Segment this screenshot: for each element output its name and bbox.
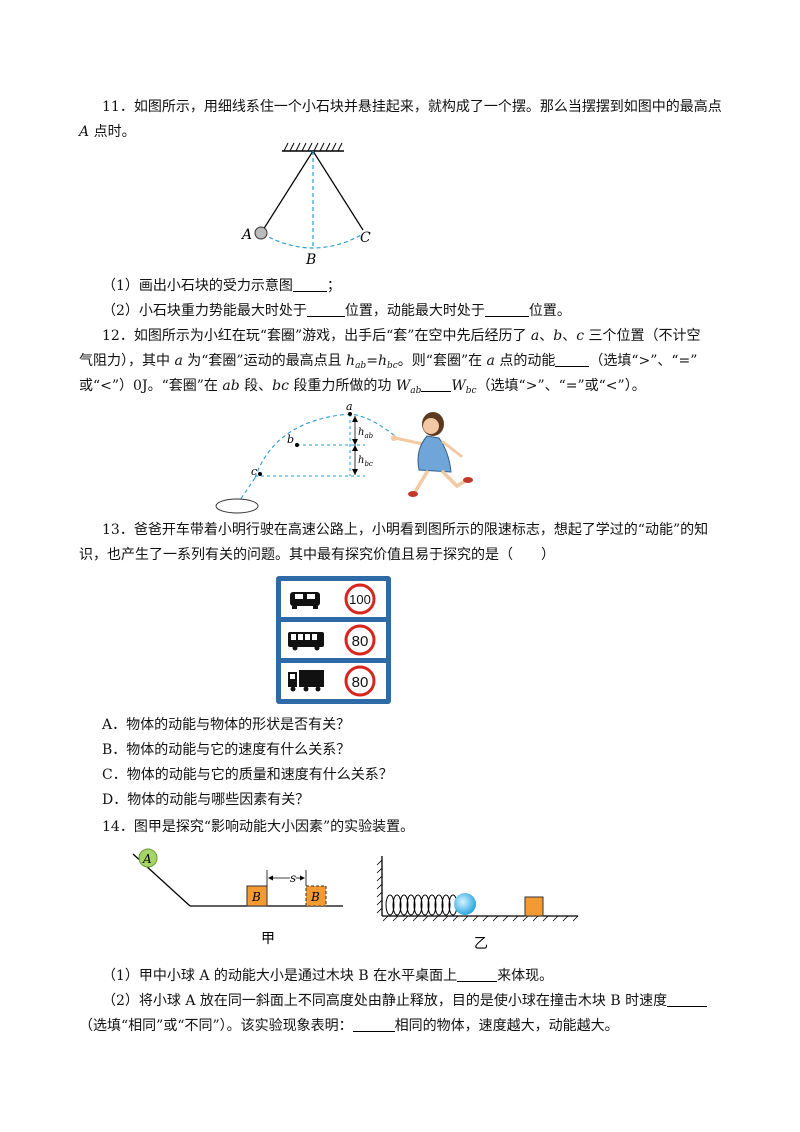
q13-option-a[interactable]: A．物体的动能与物体的形状是否有关？ xyxy=(102,717,351,733)
pendulum-figure: A B C xyxy=(240,142,371,268)
bus-icon xyxy=(288,632,324,651)
car-icon xyxy=(290,592,320,609)
answer-blank[interactable] xyxy=(306,302,345,317)
point-a-label: a xyxy=(346,400,353,413)
answer-blank[interactable] xyxy=(352,1017,395,1032)
figure-jia: A B B s 甲 xyxy=(132,848,343,947)
q13-line1: 13．爸爸开车带着小明行驶在高速公路上，小明看到图所示的限速标志，想起了学过的“… xyxy=(102,522,709,538)
h-bc-label: h xyxy=(358,455,364,466)
q14-part2-line2: （选填“相同”或“不同”）。该实验现象表明：相同的物体，速度越大，动能越大。 xyxy=(79,1017,619,1034)
block-b-label: B xyxy=(251,890,261,904)
ball-a-label: A xyxy=(142,852,152,866)
spring-icon xyxy=(385,894,458,916)
girl-figure xyxy=(391,412,473,497)
q11-part2: （2）小石块重力势能最大时处于位置，动能最大时处于位置。 xyxy=(102,302,571,319)
q14-stem: 14．图甲是探究“影响动能大小因素”的实验装置。 xyxy=(102,819,415,835)
h-ab-label: h xyxy=(358,427,364,438)
answer-blank[interactable] xyxy=(484,302,529,317)
answer-blank[interactable] xyxy=(555,352,590,367)
speed-limit-car: 100 xyxy=(349,592,371,607)
answer-blank[interactable] xyxy=(421,377,452,392)
pendulum-label-c: C xyxy=(360,230,371,246)
q14-part1: （1）甲中小球 A 的动能大小是通过木块 B 在水平桌面上来体现。 xyxy=(102,967,554,984)
speed-limit-truck: 80 xyxy=(352,674,369,691)
answer-blank[interactable] xyxy=(292,277,327,292)
point-c-label: c xyxy=(251,465,257,478)
block-b-moved-label: B xyxy=(310,890,320,904)
q14-part2-line1: （2）将小球 A 放在同一斜面上不同高度处由静止释放，目的是使小球在撞击木块 B… xyxy=(102,991,708,1011)
q12-line1: 12．如图所示为小红在玩“套圈”游戏，出手后“套”在空中先后经历了 a、b、c … xyxy=(102,328,701,344)
distance-s-label: s xyxy=(290,871,296,885)
q11-stem-line1: 11．如图所示，用细线系住一个小石块并悬挂起来，就构成了一个摆。那么当摆摆到如图… xyxy=(102,99,722,115)
q13-line2: 识，也产生了一系列有关的问题。其中最有探究价值且易于探究的是（ ） xyxy=(79,547,555,563)
answer-blank[interactable] xyxy=(667,992,708,1007)
svg-text:hab: hab xyxy=(358,427,374,440)
pendulum-label-b: B xyxy=(305,252,316,268)
q11-part1: （1）画出小石块的受力示意图； xyxy=(102,277,341,294)
svg-text:hbc: hbc xyxy=(358,455,373,468)
q13-option-d[interactable]: D．物体的动能与哪些因素有关？ xyxy=(102,792,310,808)
truck-icon xyxy=(288,670,324,692)
answer-blank[interactable] xyxy=(457,967,498,982)
figure-jia-label: 甲 xyxy=(261,931,275,947)
ring-toss-figure: a b c hab hbc xyxy=(215,400,473,514)
figure-yi-label: 乙 xyxy=(474,936,488,952)
q13-option-c[interactable]: C．物体的动能与它的质量和速度有什么关系？ xyxy=(102,767,393,783)
point-b-label: b xyxy=(287,433,294,446)
pendulum-label-a: A xyxy=(240,227,252,243)
q12-line2: 气阻力），其中 a 为“套圈”运动的最高点且 hab=hbc。则“套圈”在 a … xyxy=(79,352,698,371)
q11-stem-line2: A 点时。 xyxy=(79,124,136,140)
speed-limit-bus: 80 xyxy=(352,633,369,650)
speed-limit-sign: 100 80 80 xyxy=(276,576,391,704)
q13-option-b[interactable]: B．物体的动能与它的速度有什么关系？ xyxy=(102,742,351,758)
figure-yi: 乙 xyxy=(376,856,579,952)
